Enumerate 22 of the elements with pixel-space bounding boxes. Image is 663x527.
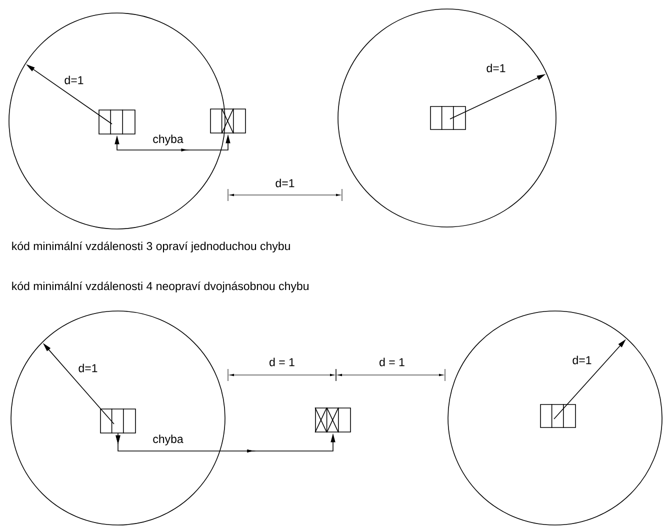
dimension-label: d=1 bbox=[276, 178, 294, 188]
edge-label: d=1 bbox=[572, 356, 592, 364]
edge-label: chyba bbox=[153, 434, 184, 446]
error-arrow bbox=[116, 433, 336, 452]
edge-label: chyba bbox=[153, 134, 184, 146]
codeword-box bbox=[98, 109, 136, 135]
circle bbox=[10, 310, 226, 526]
dimension-label: d = 1 bbox=[270, 358, 294, 366]
codeword-box bbox=[540, 404, 576, 428]
error-codeword-box bbox=[314, 407, 351, 433]
dimension-label: d = 1 bbox=[380, 358, 404, 366]
codeword-box bbox=[100, 408, 136, 434]
caption-text: kód minimální vzdálenosti 4 neopraví dvojnásobnou chybu bbox=[12, 282, 308, 292]
caption-text: kód minimální vzdálenosti 3 opraví jednoduchou chybu bbox=[12, 242, 290, 252]
circle bbox=[8, 12, 226, 230]
circle bbox=[338, 8, 556, 228]
edge-label: d=1 bbox=[64, 76, 84, 84]
error-codeword-box bbox=[210, 108, 246, 134]
edge-label: d=1 bbox=[486, 64, 506, 72]
codeword-box bbox=[430, 106, 466, 130]
edge-label: d=1 bbox=[78, 364, 98, 372]
circle bbox=[448, 310, 662, 526]
